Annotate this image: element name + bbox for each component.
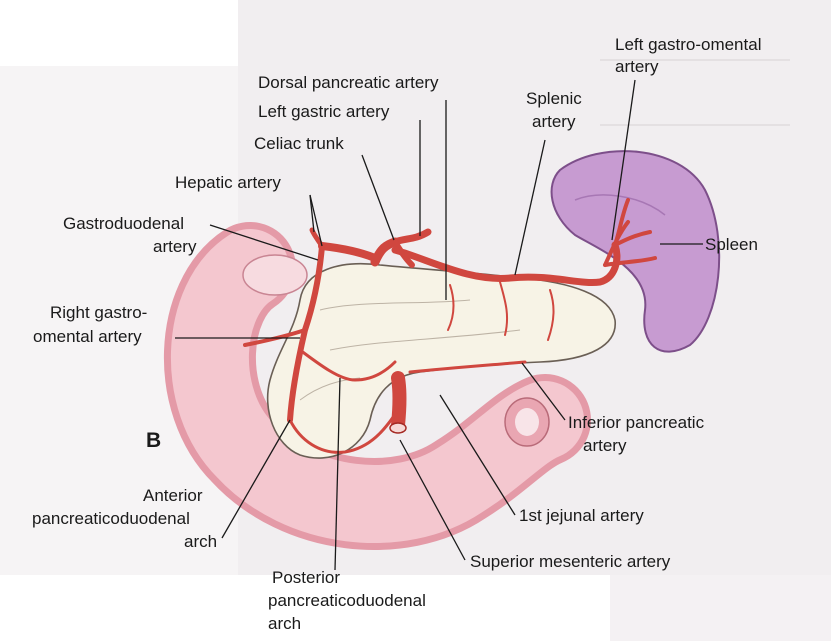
- label-inferior-pancreatic-line2: artery: [583, 436, 627, 455]
- label-gastroduodenal-line2: artery: [153, 237, 197, 256]
- label-right-gastro-omental-line2: omental artery: [33, 327, 142, 346]
- label-posterior-pd-line1: Posterior: [272, 568, 340, 587]
- label-spleen: Spleen: [705, 235, 758, 254]
- label-superior-mesenteric: Superior mesenteric artery: [470, 552, 671, 571]
- label-left-gastro-omental-line1: Left gastro-omental: [615, 35, 761, 54]
- label-splenic-line1: Splenic: [526, 89, 582, 108]
- label-posterior-pd-line3: arch: [268, 614, 301, 633]
- label-dorsal-pancreatic: Dorsal pancreatic artery: [258, 73, 439, 92]
- panel-label: B: [146, 429, 161, 452]
- label-left-gastro-omental-line2: artery: [615, 57, 659, 76]
- label-first-jejunal: 1st jejunal artery: [519, 506, 644, 525]
- label-hepatic: Hepatic artery: [175, 173, 281, 192]
- label-gastroduodenal-line1: Gastroduodenal: [63, 214, 184, 233]
- label-right-gastro-omental-line1: Right gastro-: [50, 303, 147, 322]
- superior-mesenteric-vessel: [398, 378, 400, 425]
- label-left-gastric: Left gastric artery: [258, 102, 390, 121]
- label-anterior-pd-line1: Anterior: [143, 486, 203, 505]
- label-posterior-pd-line2: pancreaticoduodenal: [268, 591, 426, 610]
- label-splenic-line2: artery: [532, 112, 576, 131]
- label-celiac-trunk: Celiac trunk: [254, 134, 344, 153]
- label-inferior-pancreatic-line1: Inferior pancreatic: [568, 413, 705, 432]
- label-anterior-pd-line3: arch: [184, 532, 217, 551]
- label-anterior-pd-line2: pancreaticoduodenal: [32, 509, 190, 528]
